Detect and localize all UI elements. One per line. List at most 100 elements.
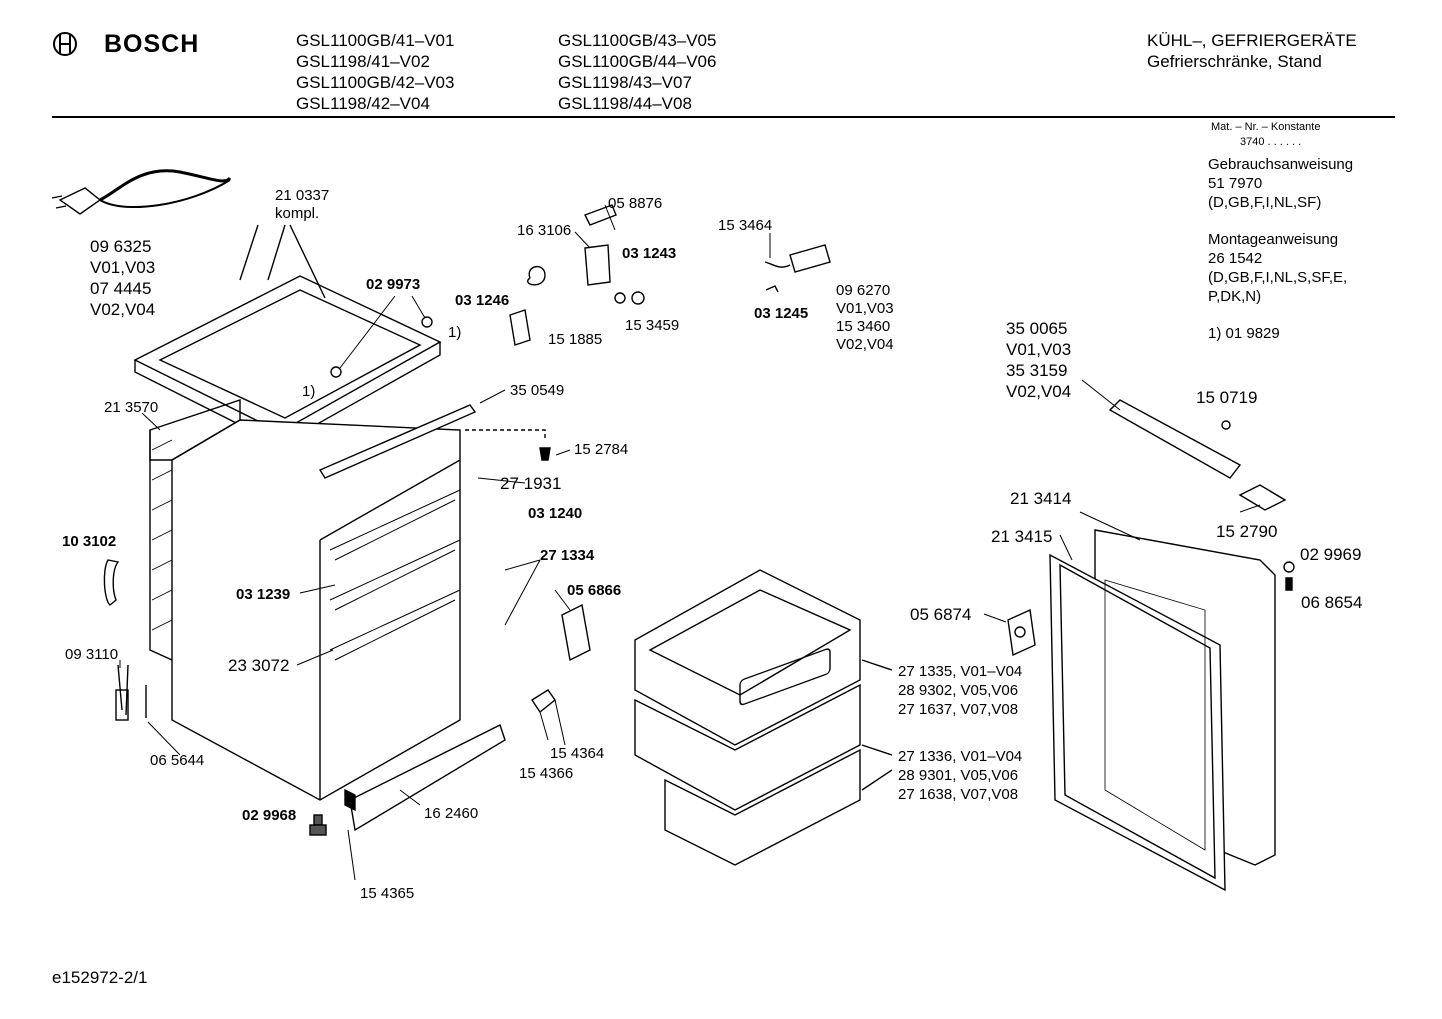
drawer-bottom	[664, 748, 861, 866]
door-handle	[103, 559, 120, 606]
part-096325-line1: 09 6325	[90, 237, 152, 256]
cover-plate	[561, 603, 591, 662]
part-152790: 15 2790	[1216, 522, 1278, 541]
mat-value: 3740 . . . . . .	[1240, 136, 1302, 148]
part-096270-line3: 15 3460	[836, 318, 891, 335]
part-029969: 02 9969	[1300, 545, 1362, 564]
model-2: GSL1198/41–V02	[296, 52, 430, 71]
part-031246: 03 1246	[455, 292, 510, 309]
part-031243: 03 1243	[622, 245, 677, 262]
part-096270-line4: V02,V04	[836, 336, 894, 353]
part-029968: 02 9968	[242, 807, 297, 824]
gebrauch-nr: 51 7970	[1208, 175, 1263, 192]
part-350065: 35 0065 V01,V03 35 3159 V02,V04	[1006, 318, 1071, 402]
part-093110: 09 3110	[65, 646, 119, 663]
cabinet-body	[149, 399, 461, 801]
part-154365: 15 4365	[360, 885, 415, 902]
drawer-top-line2: 28 9302, V05,V06	[898, 682, 1019, 699]
part-153464: 15 3464	[718, 217, 773, 234]
drawer-bottom-line3: 27 1638, V07,V08	[898, 786, 1019, 803]
part-096270-line2: V01,V03	[836, 300, 894, 317]
part-271334: 27 1334	[540, 547, 595, 564]
part-096270: 09 6270 V01,V03 15 3460 V02,V04	[836, 282, 894, 354]
part-152784: 15 2784	[574, 441, 629, 458]
power-cable-icon	[51, 169, 232, 215]
model-8: GSL1198/44–V08	[558, 94, 692, 113]
part-068654: 06 8654	[1301, 593, 1363, 612]
model-5: GSL1100GB/43–V05	[558, 31, 717, 50]
mat-title: Mat. – Nr. – Konstante	[1211, 121, 1321, 133]
part-056874: 05 6874	[910, 605, 972, 624]
part-056866: 05 6866	[567, 582, 622, 599]
top-lid	[133, 224, 442, 446]
footnote: 1) 01 9829	[1208, 325, 1280, 342]
kick-plate	[349, 724, 506, 832]
montage-lang-2: P,DK,N)	[1208, 288, 1262, 305]
model-3: GSL1100GB/42–V03	[296, 73, 455, 92]
part-350065-line2: V01,V03	[1006, 340, 1072, 359]
document-id: e152972-2/1	[52, 968, 148, 987]
model-list-1: GSL1100GB/41–V01 GSL1198/41–V02 GSL1100G…	[296, 30, 454, 114]
part-271931: 27 1931	[500, 474, 562, 493]
brand-name: BOSCH	[104, 30, 200, 58]
drawer-top-parts: 27 1335, V01–V04 28 9302, V05,V06 27 163…	[898, 662, 1022, 719]
part-096270-line1: 09 6270	[836, 282, 891, 299]
montage-lang-1: (D,GB,F,I,NL,S,SF,E,	[1208, 269, 1348, 286]
part-163106: 16 3106	[517, 222, 572, 239]
part-210337-line2: kompl.	[275, 205, 320, 222]
part-065644: 06 5644	[150, 752, 205, 769]
part-153459: 15 3459	[625, 317, 680, 334]
part-350549: 35 0549	[510, 382, 565, 399]
part-350065-line1: 35 0065	[1006, 319, 1068, 338]
part-210337: 21 0337 kompl.	[275, 187, 329, 223]
part-029973: 02 9973	[366, 276, 421, 293]
part-350065-line3: 35 3159	[1006, 361, 1068, 380]
part-058876: 05 8876	[608, 195, 663, 212]
part-213570: 21 3570	[104, 399, 159, 416]
part-154366: 15 4366	[519, 765, 574, 782]
part-154364: 15 4364	[550, 745, 605, 762]
part-150719: 15 0719	[1196, 388, 1258, 407]
part-031240: 03 1240	[528, 505, 583, 522]
subcategory-title: Gefrierschränke, Stand	[1147, 52, 1322, 71]
door-panel	[1049, 529, 1276, 892]
model-1: GSL1100GB/41–V01	[296, 31, 455, 50]
part-096325-line4: V02,V04	[90, 300, 156, 319]
drawer-bottom-parts: 27 1336, V01–V04 28 9301, V05,V06 27 163…	[898, 747, 1022, 804]
drawer-bottom-line1: 27 1336, V01–V04	[898, 748, 1023, 765]
top-rail	[318, 404, 477, 479]
part-162460: 16 2460	[424, 805, 479, 822]
footnote-ref-b: 1)	[302, 383, 316, 400]
category-title: KÜHL–, GEFRIERGERÄTE	[1147, 31, 1357, 50]
part-350065-line4: V02,V04	[1006, 382, 1072, 401]
door-handle-bar	[1108, 399, 1242, 479]
part-233072: 23 3072	[228, 656, 290, 675]
gebrauch-lang: (D,GB,F,I,NL,SF)	[1208, 194, 1322, 211]
part-210337-line1: 21 0337	[275, 187, 330, 204]
part-151885: 15 1885	[548, 331, 603, 348]
part-096325: 09 6325 V01,V03 07 4445 V02,V04	[90, 236, 155, 320]
drawer-top-line3: 27 1637, V07,V08	[898, 701, 1019, 718]
part-103102: 10 3102	[62, 533, 117, 550]
part-031245: 03 1245	[754, 305, 809, 322]
drawer-top	[634, 569, 861, 746]
model-list-2: GSL1100GB/43–V05 GSL1100GB/44–V06 GSL119…	[558, 30, 716, 114]
model-7: GSL1198/43–V07	[558, 73, 692, 92]
montage-title: Montageanweisung	[1208, 231, 1339, 248]
foot-screw-icon	[309, 814, 327, 836]
thermostat	[584, 244, 611, 286]
part-096325-line3: 07 4445	[90, 279, 152, 298]
part-213414: 21 3414	[1010, 489, 1072, 508]
part-213415: 21 3415	[991, 527, 1053, 546]
footnote-ref-a: 1)	[448, 324, 462, 341]
model-4: GSL1198/42–V04	[296, 94, 430, 113]
montage-nr: 26 1542	[1208, 250, 1263, 267]
drawer-middle	[634, 683, 861, 811]
part-096325-line2: V01,V03	[90, 258, 156, 277]
bosch-logo-icon	[53, 32, 77, 56]
part-031239: 03 1239	[236, 586, 291, 603]
gebrauch-title: Gebrauchsanweisung	[1208, 156, 1354, 173]
drawer-top-line1: 27 1335, V01–V04	[898, 663, 1023, 680]
drawer-bottom-line2: 28 9301, V05,V06	[898, 767, 1019, 784]
